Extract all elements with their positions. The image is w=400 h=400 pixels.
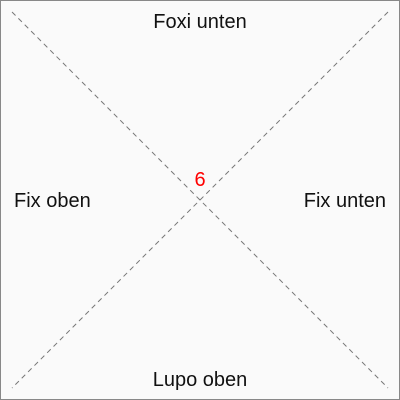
diagonal-top-right-to-bottom-left [11, 11, 389, 389]
label-right: Fix unten [303, 190, 386, 212]
center-number: 6 [194, 169, 206, 191]
label-top: Foxi unten [153, 11, 247, 33]
label-left: Fix oben [14, 190, 91, 212]
label-bottom: Lupo oben [152, 369, 248, 391]
